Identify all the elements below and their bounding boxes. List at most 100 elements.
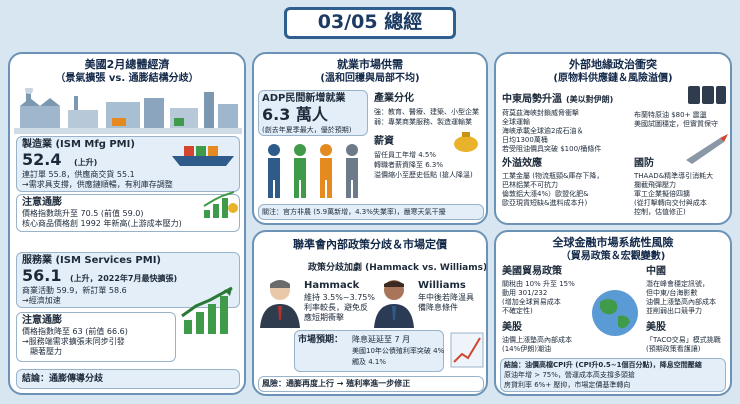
factory-illustration [14,88,242,134]
us-macro-subtitle: （景氣擴張 vs. 通膨結構分歧） [55,73,199,84]
us-trade-line4: 不確定性) [502,307,533,315]
us-macro-card: 美國2月總體經濟 （景氣擴張 vs. 通膨結構分歧） 製造業 (ISM Mfg … [8,52,246,395]
hammack-avatar [260,280,300,328]
adp-value: 6.3 萬人 [262,105,328,124]
mfg-pmi-label: 製造業 (ISM Mfg PMI) [22,139,135,150]
fed-title: 聯準會內部政策分歧＆市場定價 [293,238,447,251]
middle-east-title: 中東局勢升溫 [502,94,562,105]
market-line1: 降息延延至 7 月 [352,335,411,344]
spillover-title: 外溢效應 [502,158,542,169]
page-title: 03/05 總經 [284,7,456,39]
hammack-line3: 應短期衝擊 [304,313,344,322]
williams-avatar [374,280,414,328]
spillover-line3: 倫敦鋁大漲4%）歐盟化肥& [502,190,589,198]
wages-line3: 溢價縮小至歷史低點 (搶人降溫) [374,171,473,179]
adp-label: ADP民間新增就業 [262,93,346,104]
fed-risk-box [258,376,484,392]
wages-title: 薪資 [374,136,394,147]
middle-east-line3: 海峽承載全球逾2成石油＆ [502,127,584,135]
mfg-pmi-note: (上升) [74,158,98,167]
oil-barrel-icon [688,86,726,104]
policy-split-title: 政策分歧加劇 (Hammack vs. Williams) [308,263,488,273]
geo-title: 外部地緣政治衝突 [569,58,657,71]
hammack-line2: 利率較長，避免反 [304,303,368,312]
us-stock-line2: (14%伊朗)潮油 [502,345,552,353]
us-conclusion-box [16,369,240,389]
jobs-focus-box [258,204,484,220]
wages-line2: 轉職者薪資降至 6.3% [374,161,444,169]
global-title: 全球金融市場系統性風險 [552,236,674,249]
china-line3: 油價上漲墊高內部成本 [646,298,716,306]
svc-inflation-line1: 價格指數降至 63 (前值 66.6) [22,327,128,336]
mfg-inflation-box [16,194,240,232]
defense-line3: 軍工企業擬倍四擴 [634,190,690,198]
mfg-inflation-title: 注意通膨 [22,197,62,208]
defense-line1: THAAD&精準導引消耗大 [634,172,714,180]
defense-line5: 控制，估值修正) [634,208,686,216]
middle-east-line1: 荷莫茲海峽封鎖威脅衝擊 [502,109,579,117]
jobs-card: 就業市場供需 (溫和回穩與局部不均) ADP民間新增就業 6.3 萬人 (創去年… [252,52,488,225]
middle-east-line2: 全球運輸 [502,118,530,126]
geo-subtitle: (原物料供應鏈＆風險溢價) [553,73,673,84]
jobs-focus: 關注：官方非農 (5.9萬新增，4.3%失業率)，嚴寒天氣干擾 [262,208,446,216]
middle-east-line5: 若受阻油價具突破 $100/桶條件 [502,145,602,153]
mfg-pmi-line1: 連訂單 55.8，供應商交貨 55.1 [22,170,135,179]
global-conclusion-line2: 原油年增 > 75%，營運成本高支撐多頭搶 [504,371,635,379]
hammack-line1: 維持 3.5%~3.75% [304,293,375,302]
industry-strong: 強：教育、醫療、建築、小型企業 [374,108,479,116]
workers-illustration [268,144,358,198]
missile-icon [686,134,728,164]
industry-title: 產業分化 [374,93,414,104]
taco-line1: 「TACO交易」模式挑戰 [646,336,721,344]
hammack-name: Hammack [304,280,360,291]
svc-pmi-line2: →經濟加速 [22,296,61,305]
us-trade-title: 美國貿易政策 [502,266,562,277]
taco-line2: (預期政策看護讓) [646,345,701,353]
mfg-pmi-line2: →需求具支撐，供應鏈順暢，有利庫存調整 [22,180,173,189]
middle-east-note: (美以對伊朗) [566,95,614,104]
global-conclusion-box [500,358,726,392]
jobs-subtitle: (溫和回穩與局部不均) [320,73,420,84]
fed-card: 聯準會內部政策分歧＆市場定價 政策分歧加劇 (Hammack vs. Willi… [252,230,488,396]
us-stock-line1: 油價上漲墊高內部成本 [502,336,572,344]
market-expectation-box [294,330,444,372]
us-macro-title: 美國2月總體經濟 [84,58,170,71]
bond-yield-chart-icon [450,332,484,368]
market-expectation-title: 市場預期： [298,335,344,345]
spillover-line1: 工業金屬 (物流瓶頸&庫存下降， [502,172,604,180]
china-line1: 潛在峰會穩定訊號， [646,280,709,288]
williams-line2: 備降息條件 [418,303,458,312]
oil-price-line2: 美國試圖穩定，但實質保守 [634,120,718,128]
taco-title: 美股 [646,322,666,333]
market-line2: 美國10年公債殖利率突破 4% [352,347,445,355]
global-conclusion-line3: 房貸利率 6%+ 壓抑，市場定價基準轉向 [504,381,631,389]
svc-pmi-note: (上升，2022年7月最快擴張) [70,274,178,283]
china-title: 中國 [646,266,666,277]
jobs-title: 就業市場供需 [337,58,403,71]
us-stock-title: 美股 [502,322,522,333]
globe-icon [592,290,638,336]
wages-line1: 留任員工年增 4.5% [374,151,437,159]
svc-inflation-title: 注意通膨 [22,315,62,326]
svc-inflation-box [16,312,176,362]
svc-pmi-line1: 商業活動 59.9，新訂單 58.6 [22,286,127,295]
adp-note: (創去年夏季最大，優於預期) [262,126,352,134]
growth-chart-icon [181,286,233,334]
ship-icon [172,146,234,166]
mfg-inflation-line2: 核心商品價格創 1992 年新高(上游成本壓力) [22,219,182,228]
us-trade-line1: 關稅由 10% 升至 15% [502,280,575,288]
china-line2: 但中東/台海影數 [646,289,698,297]
adp-box [258,90,368,136]
mfg-pmi-value: 52.4 [22,150,62,169]
global-markets-card: 全球金融市場系統性風險 （貿易政策＆宏觀變數) 美國貿易政策 關稅由 10% 升… [494,230,732,396]
us-trade-line2: 動用 301/232 [502,289,548,297]
svc-inflation-line2: →服務端需求擴張未同步引發 [22,337,125,346]
spillover-line2: 巴林鋁業不可抗力 [502,181,558,189]
industry-weak: 弱：專業商業服務、製造運輸業 [374,118,472,126]
rising-coins-icon [203,191,238,218]
oil-price-line1: 布蘭特原油 $80+ 震盪 [634,111,707,119]
defense-line2: 攔截飛彈壓力 [634,181,676,189]
svc-pmi-label: 服務業 (ISM Services PMI) [22,255,161,266]
money-bag-icon [454,132,478,152]
williams-name: Williams [418,280,466,291]
